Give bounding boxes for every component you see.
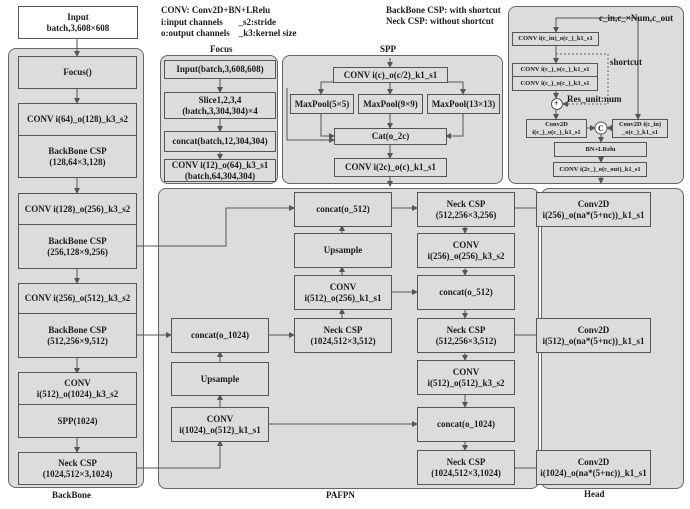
add-symbol: + (554, 99, 559, 108)
csp-params: c_in,c_×Num,c_out (599, 13, 674, 23)
concat-symbol: C (598, 124, 604, 133)
res-unit-label: Res_unit:num (567, 94, 622, 104)
conv-box: CONV i(512)_o(512)_k3_s2 (417, 360, 515, 395)
conv-box: CONV i(12)_o(64)_k3_s1 (batch,64,304,304… (164, 159, 276, 182)
concat-node (594, 121, 608, 135)
conv-box: CONV i(c_in)_o(c_)_k1_s1 (512, 32, 599, 46)
concat-box: concat(o_512) (417, 275, 515, 310)
conv2d-box: Conv2D i(c_in) _o(c_)_k1_s1 (612, 119, 668, 138)
conv-box: CONV i(256)_o(256)_k3_s2 (417, 233, 515, 268)
conv-box: CONV i(512)_o(1024)_k3_s2 (18, 372, 137, 405)
input-box: Input batch,3,608×608 (18, 6, 138, 39)
conv-box: CONV i(1024)_o(512)_k1_s1 (171, 407, 269, 442)
concat-box: concat(o_1024) (171, 318, 269, 353)
bn-lrelu-box: BN+LRelu (554, 142, 647, 157)
legend-backbone-csp: BackBone CSP: with shortcut (386, 5, 501, 15)
cat-box: Cat(o_2c) (334, 128, 447, 145)
focus-box: Focus() (18, 56, 137, 89)
backbone-csp-box: BackBone CSP (512,256×9,512) (18, 313, 137, 358)
add-node (551, 98, 563, 110)
upsample-box: Upsample (171, 362, 269, 396)
spp-label: SPP (380, 44, 397, 54)
conv-box: CONV i(c_)_o(c_)_k3_s1 (512, 76, 598, 91)
maxpool-box: MaxPool(5×5) (290, 94, 354, 114)
neck-csp-box: Neck CSP (1024,512×3,512) (294, 318, 392, 353)
legend-output: o:output channels _k3:kernel size (161, 28, 297, 38)
conv-box: CONV i(2c_)_o(c_out)_k1_s1 (553, 162, 647, 177)
upsample-box: Upsample (294, 233, 392, 268)
backbone-label: BackBone (52, 490, 92, 500)
legend-neck-csp: Neck CSP: without shortcut (386, 16, 494, 26)
focus-label: Focus (210, 44, 233, 54)
neck-csp-box: Neck CSP (1024,512×3,1024) (18, 452, 137, 485)
legend-input: i:input channels _s2:stride (161, 17, 277, 27)
shortcut-label: shortcut (610, 57, 642, 67)
legend-conv: CONV: Conv2D+BN+LRelu (161, 5, 271, 15)
head-conv2d-box: Conv2D i(512)_o(na*(5+nc))_k1_s1 (536, 318, 651, 353)
spp-conv-box: CONV i(2c)_o(c)_k1_s1 (334, 158, 447, 177)
maxpool-box: MaxPool(13×13) (427, 94, 500, 114)
conv-box: CONV i(c_)_o(c_)_k1_s1 (512, 63, 598, 77)
concat-box: concat(o_512) (294, 192, 392, 227)
neck-csp-box: Neck CSP (512,256×3,512) (417, 318, 515, 353)
head-label: Head (584, 489, 605, 499)
spp-conv-box: CONV i(c)_o(c/2)_k1_s1 (333, 67, 448, 83)
spp-box: SPP(1024) (18, 404, 137, 438)
conv-box: CONV i(128)_o(256)_k3_s2 (18, 193, 137, 225)
backbone-csp-box: BackBone CSP (128,64×3,128) (18, 135, 137, 178)
neck-csp-box: Neck CSP (1024,512×3,1024) (417, 450, 515, 485)
conv-box: CONV i(512)_o(256)_k1_s1 (294, 275, 392, 310)
head-conv2d-box: Conv2D i(1024)_o(na*(5+nc))_k1_s1 (536, 450, 651, 485)
maxpool-box: MaxPool(9×9) (358, 94, 423, 114)
neck-csp-box: Neck CSP (512,256×3,256) (417, 192, 515, 227)
head-conv2d-box: Conv2D i(256)_o(na*(5+nc))_k1_s1 (536, 192, 651, 227)
slice-box: Slice1,2,3,4 (batch,3,304,304)×4 (164, 92, 276, 119)
focus-input-box: Input(batch,3,608,608) (164, 60, 276, 79)
backbone-csp-box: BackBone CSP (256,128×9,256) (18, 224, 137, 269)
conv2d-box: Conv2D i(c_)_o(c_)_k1_s1 (526, 119, 587, 138)
conv-box: CONV i(64)_o(128)_k3_s2 (18, 103, 137, 136)
pafpn-label: PAFPN (326, 490, 355, 500)
concat-box: concat(batch,12,304,304) (164, 131, 276, 152)
conv-box: CONV i(256)_o(512)_k3_s2 (18, 283, 137, 314)
concat-box: concat(o_1024) (417, 407, 515, 442)
